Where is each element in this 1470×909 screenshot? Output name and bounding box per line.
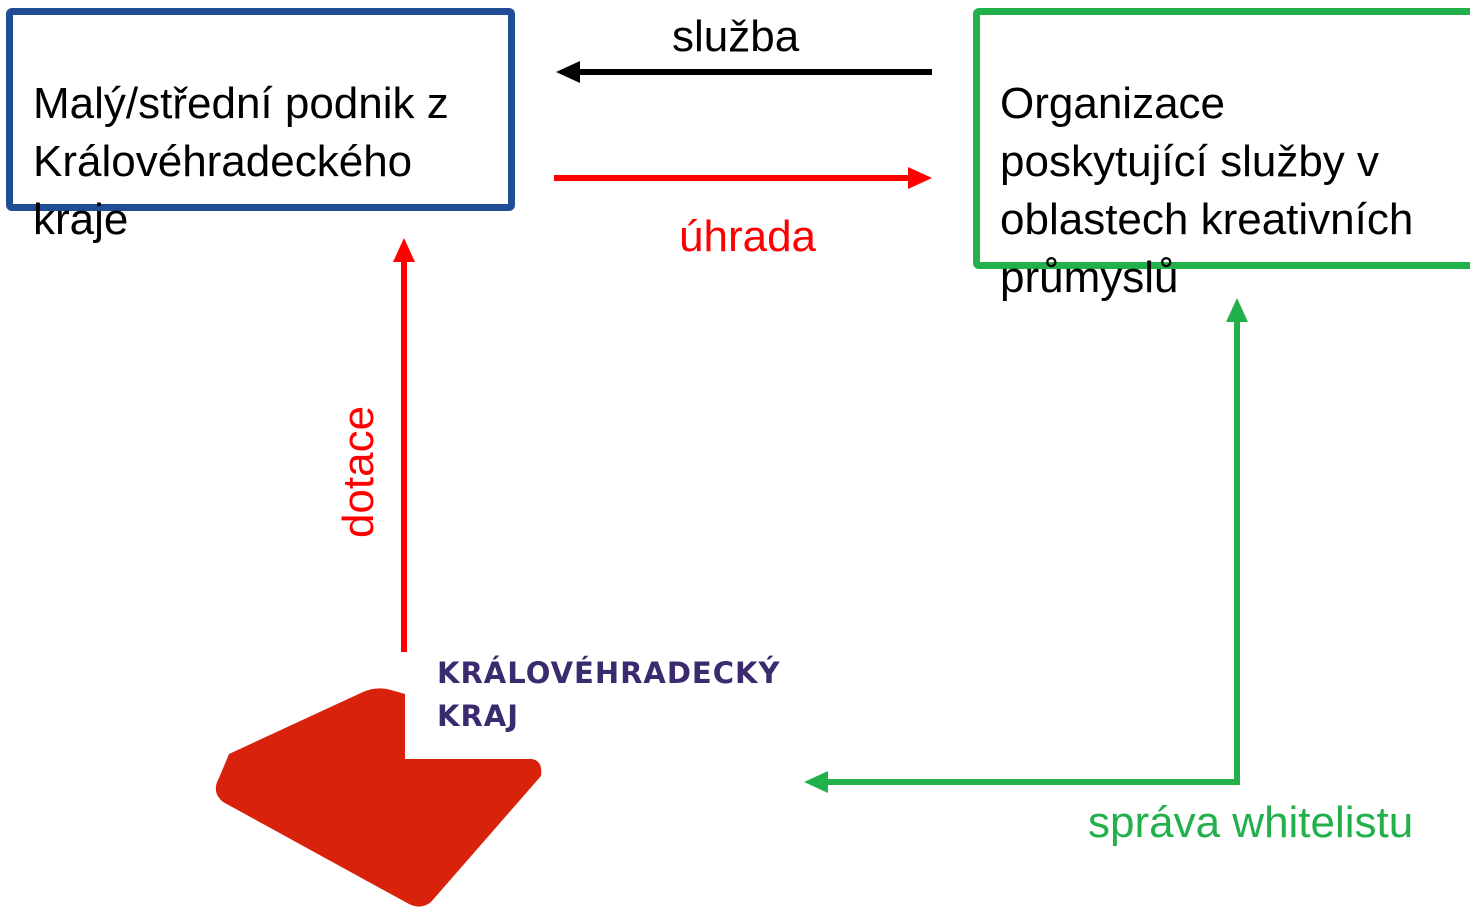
whitelist-label: správa whitelistu <box>1088 798 1414 847</box>
sme-box-label: Malý/střední podnik z Královéhradeckého … <box>33 79 449 244</box>
logo-text: KRÁLOVÉHRADECKÝ KRAJ <box>437 652 781 738</box>
logo-text-line1: KRÁLOVÉHRADECKÝ <box>437 656 781 690</box>
organization-box: Organizace poskytující služby v oblastec… <box>973 8 1470 302</box>
sme-box: Malý/střední podnik z Královéhradeckého … <box>6 8 515 244</box>
organization-box-label: Organizace poskytující služby v oblastec… <box>1000 79 1414 302</box>
kralovehradecky-kraj-logo: KRÁLOVÉHRADECKÝ KRAJ <box>215 652 802 909</box>
payment-arrow <box>554 167 932 189</box>
service-arrow <box>556 61 932 83</box>
logo-text-line2: KRAJ <box>437 699 520 733</box>
subsidy-arrow <box>393 238 415 652</box>
logo-shape-icon <box>215 688 542 907</box>
service-label: služba <box>672 12 800 61</box>
subsidy-label: dotace <box>334 405 383 539</box>
whitelist-arrow <box>804 298 1248 793</box>
payment-label: úhrada <box>679 212 817 261</box>
